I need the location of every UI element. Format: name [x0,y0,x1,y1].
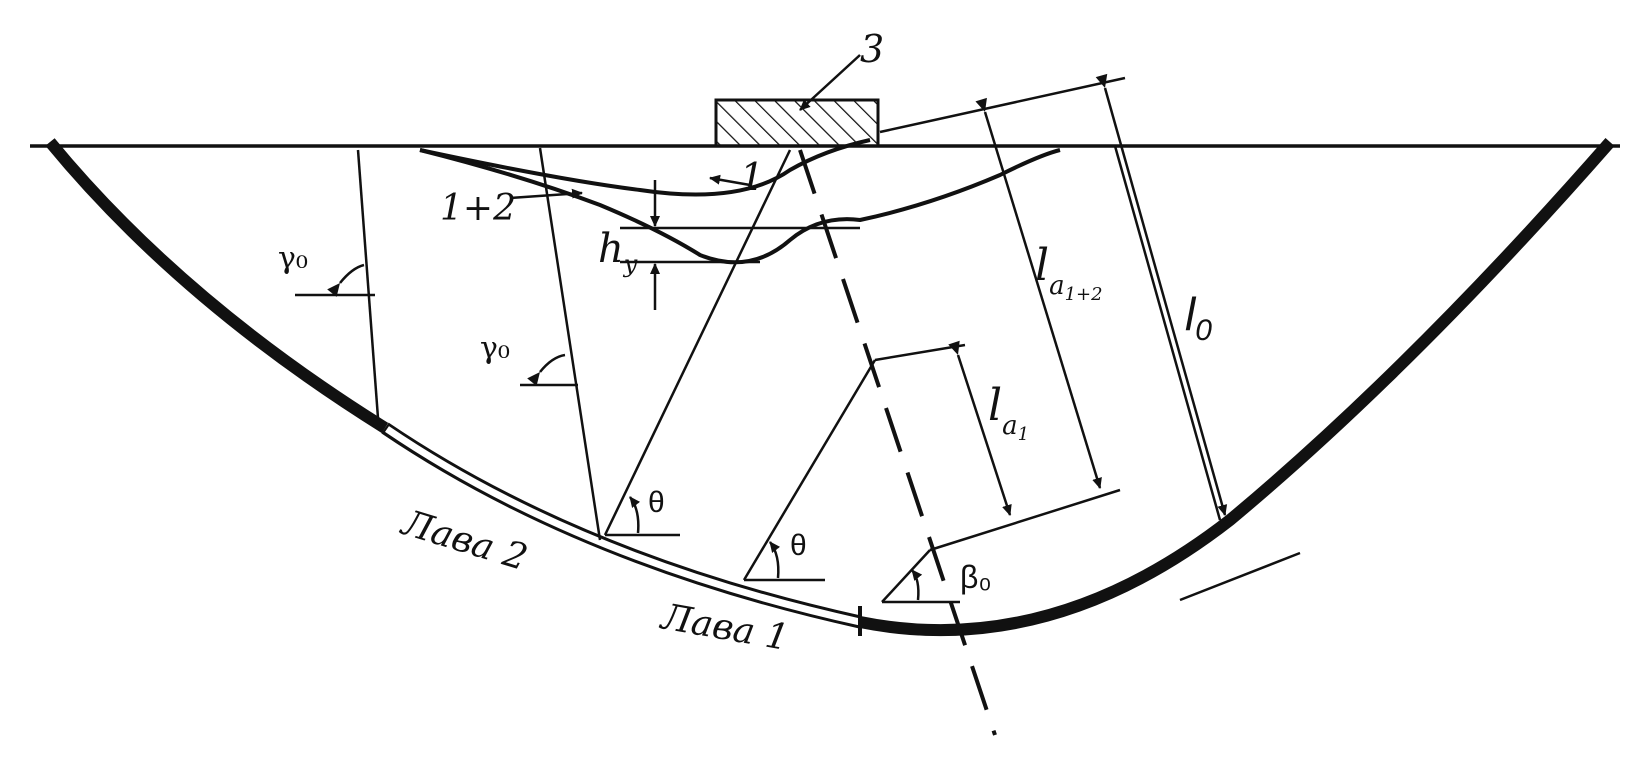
la1-top-line [874,343,966,362]
gamma-arc-left [327,263,365,297]
dashed-axis [798,149,997,736]
la12-label: la1+2 [1035,240,1103,305]
surface-right-slope [879,76,1126,134]
profile-1-2-pointer [509,188,583,200]
gamma-label-mid: γ₀ [480,331,510,366]
building-label: 3 [860,27,884,71]
theta-arc-lava2 [628,496,641,534]
profile-1-pointer [709,174,751,187]
beta-line [881,549,931,603]
subsidence-profile-1 [419,138,871,197]
theta-line-lava1 [742,359,877,581]
theta-arc-lava1 [768,541,781,579]
gamma-label-left: γ₀ [278,241,308,276]
hy-label: hy [598,226,638,278]
building-pointer [799,54,861,111]
l0-label: l0 [1185,288,1212,347]
gamma-line-mid [538,147,602,541]
theta-label-lava1: θ [790,529,807,562]
tangent-line [1179,551,1301,602]
profile-1-2-label: 1+2 [440,188,516,229]
la12-dim [975,97,1102,489]
profile-1-label: 1 [740,155,764,199]
theta-line-lava2 [603,149,792,536]
lava-2-label: Лава 2 [395,502,532,579]
trough-boundary-left [45,138,389,434]
beta-label: β₀ [960,559,992,595]
gamma-arc-mid [527,353,566,386]
theta-label-lava2: θ [648,486,665,519]
la12-bottom-line [929,488,1121,552]
gamma-line-left [356,149,380,419]
building [714,98,880,148]
trough-boundary-right [858,138,1615,637]
beta-arc [910,569,923,601]
la1-label: la1 [988,380,1029,445]
l0-dim [1095,73,1228,516]
